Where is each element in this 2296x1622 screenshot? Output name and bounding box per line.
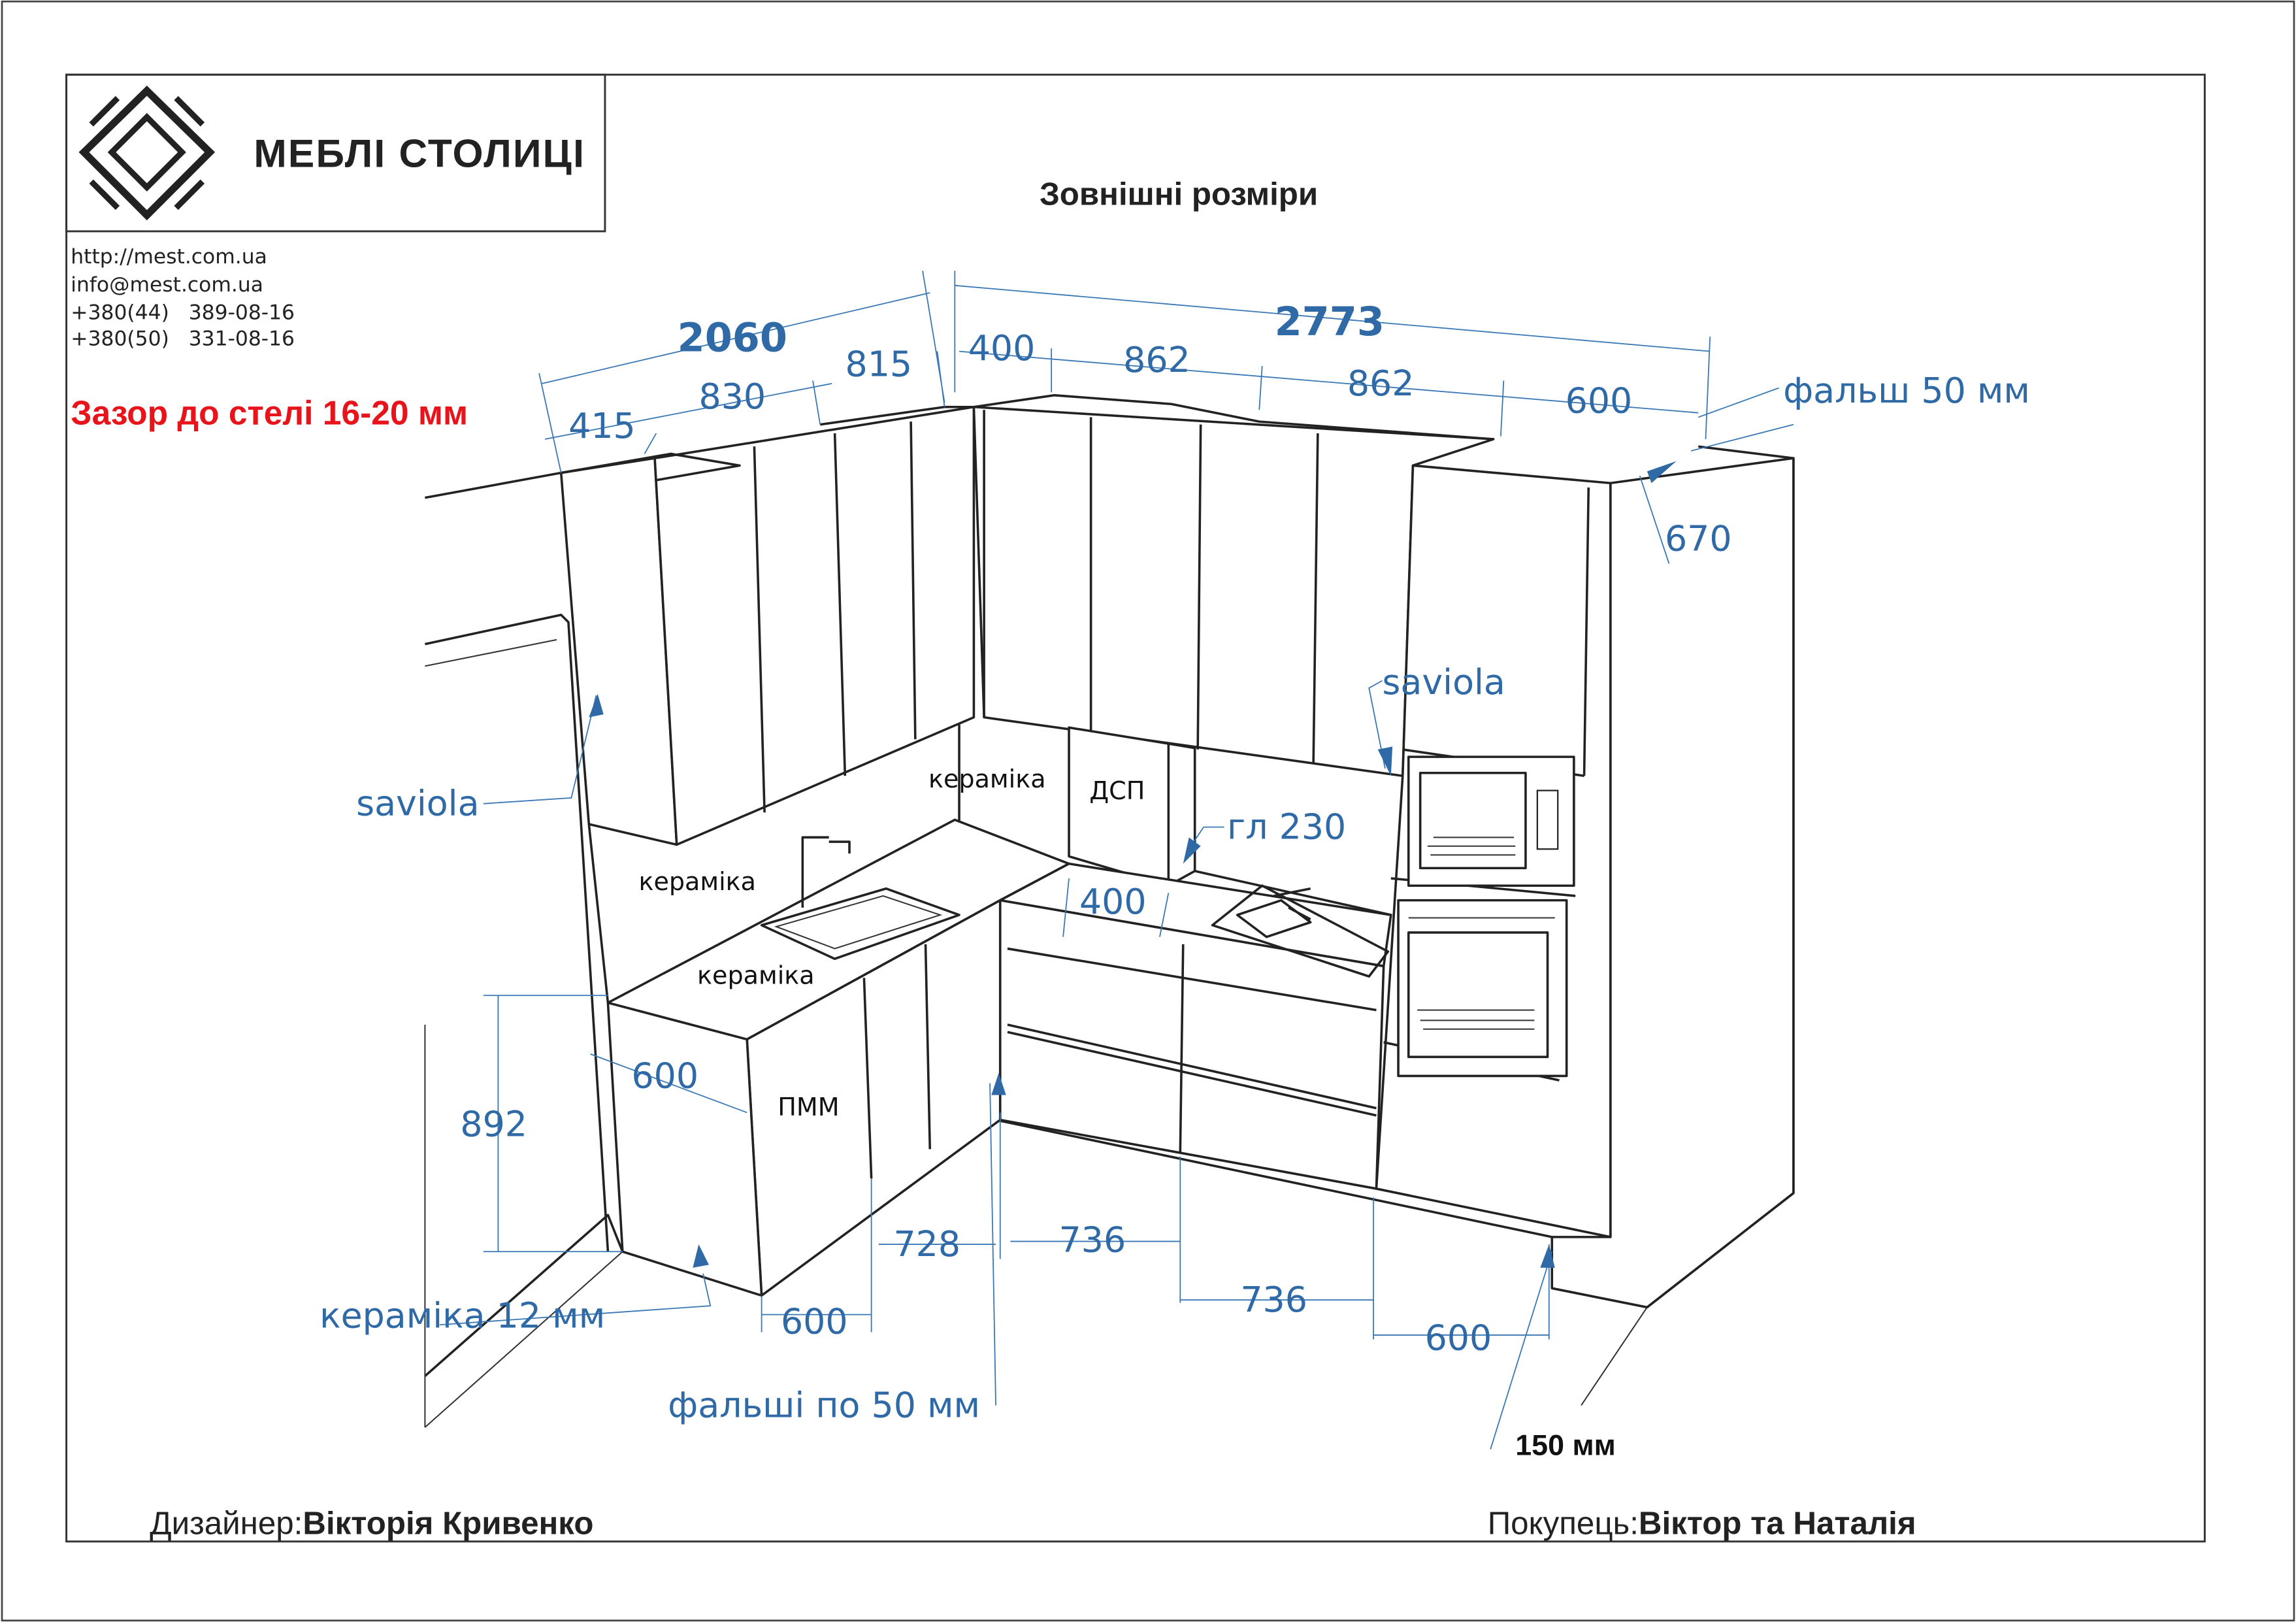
- dim-600-bottom-right: 600: [1425, 1317, 1492, 1358]
- dim-400-top: 400: [968, 327, 1036, 369]
- dim-600-top: 600: [1566, 380, 1633, 422]
- gas-hob-icon: [1211, 884, 1390, 978]
- designer-name: Вікторія Кривенко: [303, 1506, 593, 1542]
- oven-icon: [1397, 899, 1568, 1078]
- ceiling-gap-note: Зазор до стелі 16-20 мм: [71, 394, 468, 432]
- page-title: Зовнішні розміри: [1040, 176, 1318, 212]
- note-ceramic-back: кераміка: [928, 765, 1046, 793]
- base-cabinets-back: [998, 862, 1392, 1190]
- dim-728: 728: [893, 1223, 960, 1265]
- logo-icon: [78, 86, 216, 221]
- dim-415: 415: [568, 405, 636, 446]
- note-ceramic-counter: кераміка: [697, 961, 815, 989]
- dim-400-dsp: 400: [1079, 881, 1147, 922]
- dim-815: 815: [845, 344, 913, 385]
- dim-862-b: 862: [1347, 363, 1415, 404]
- dim-left-total: 2060: [678, 316, 787, 361]
- contact-website: http://mest.com.ua: [71, 245, 267, 269]
- note-dsp: ДСП: [1089, 776, 1145, 805]
- dim-670: 670: [1665, 518, 1732, 559]
- dim-862-a: 862: [1123, 339, 1190, 380]
- contact-phone-1: +380(44) 389-08-16: [71, 301, 295, 324]
- dim-830: 830: [699, 376, 766, 417]
- microwave-icon: [1407, 755, 1575, 887]
- note-saviola-left: saviola: [356, 783, 479, 824]
- dimension-arrows: [589, 461, 1677, 1268]
- dim-892: 892: [460, 1103, 527, 1144]
- contact-phone-2: +380(50) 331-08-16: [71, 327, 295, 351]
- inner-frame: [65, 73, 2206, 1543]
- tall-column: [1375, 457, 1795, 1309]
- note-false-panel-50: фальш 50 мм: [1783, 370, 2030, 411]
- note-saviola-right: saviola: [1382, 661, 1505, 703]
- designer-label: Дизайнер:: [150, 1506, 303, 1542]
- customer-line: Покупець:Віктор та Наталія: [1488, 1506, 1916, 1542]
- dim-736-b: 736: [1240, 1279, 1307, 1320]
- note-depth-230: гл 230: [1227, 806, 1346, 848]
- note-dishwasher: ПММ: [778, 1093, 839, 1121]
- dim-back-total: 2773: [1275, 299, 1385, 345]
- dim-600-left: 600: [631, 1055, 698, 1096]
- sink-icon: [760, 836, 960, 961]
- note-ceramic-12: кераміка 12 мм: [320, 1295, 605, 1336]
- logo-box: [65, 73, 606, 233]
- dim-600-bottom-left: 600: [781, 1301, 848, 1342]
- customer-label: Покупець:: [1488, 1506, 1639, 1542]
- note-plinth-150: 150 мм: [1515, 1429, 1615, 1462]
- brand-logo-text: МЕБЛІ СТОЛИЦІ: [254, 131, 585, 175]
- note-false-panels-50: фальші по 50 мм: [668, 1384, 980, 1425]
- customer-name: Віктор та Наталія: [1639, 1506, 1916, 1542]
- contact-email: info@mest.com.ua: [71, 273, 263, 297]
- upper-cabinets-back: [972, 394, 1495, 778]
- designer-line: Дизайнер:Вікторія Кривенко: [150, 1506, 593, 1542]
- upper-cabinets-left: [559, 405, 976, 846]
- note-ceramic-left: кераміка: [638, 867, 756, 896]
- dim-736-a: 736: [1059, 1219, 1126, 1260]
